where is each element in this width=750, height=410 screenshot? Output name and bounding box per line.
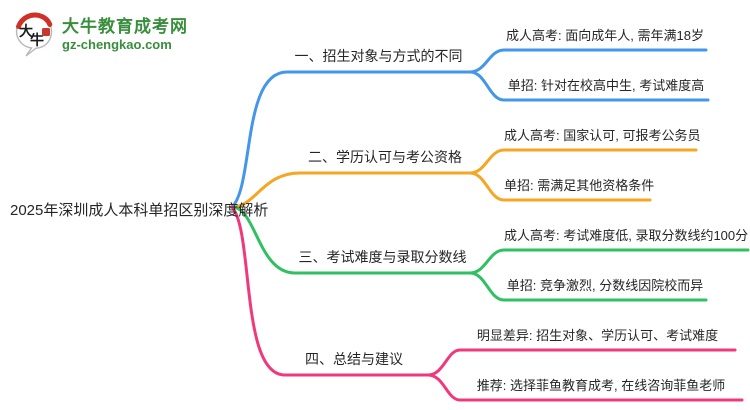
branch-3-leaf-2: 单招: 竞争激烈, 分数线因院校而异 xyxy=(506,278,704,293)
branch-4-leaf-2-line xyxy=(426,373,744,402)
branch-3-leaf-2-line xyxy=(468,271,708,302)
branch-3-line xyxy=(230,205,472,275)
branch-2-line xyxy=(230,171,472,209)
root-node: 2025年深圳成人本科单招区别深度解析 xyxy=(10,202,269,219)
branch-2-leaf-2: 单招: 需满足其他资格条件 xyxy=(504,178,655,193)
branch-3-label: 三、考试难度与录取分数线 xyxy=(298,249,467,265)
branch-4-leaf-1-line xyxy=(426,348,737,377)
branch-1-label: 一、招生对象与方式的不同 xyxy=(294,48,463,64)
branch-2-leaf-1-line xyxy=(468,148,698,175)
branch-1-leaf-2: 单招: 针对在校高中生, 考试难度高 xyxy=(507,78,705,93)
branch-2-leaf-1: 成人高考: 国家认可, 可报考公务员 xyxy=(504,128,701,143)
branch-4-leaf-2: 推荐: 选择菲鱼教育成考, 在线咨询菲鱼老师 xyxy=(476,378,726,393)
branch-1-leaf-1: 成人高考: 面向成年人, 需年满18岁 xyxy=(506,28,704,43)
branch-1-line xyxy=(230,70,472,209)
branch-4-line xyxy=(230,205,430,377)
logo-char-2: 牛 xyxy=(30,32,44,48)
branch-3-leaf-1-line xyxy=(468,248,750,275)
logo-seal xyxy=(42,28,50,36)
branch-4-label: 四、总结与建议 xyxy=(305,351,403,367)
logo-bubble-icon: 大 牛 xyxy=(15,12,53,57)
site-name: 大牛教育成考网 xyxy=(62,16,188,36)
branch-2-label: 二、学历认可与考公资格 xyxy=(308,149,462,165)
logo-char-1: 大 xyxy=(19,23,33,39)
site-logo: 大 牛 大牛教育成考网 gz-chengkao.com xyxy=(13,11,188,59)
branch-1-leaf-2-line xyxy=(468,70,710,102)
site-domain: gz-chengkao.com xyxy=(62,37,172,53)
logo-text-block: 大牛教育成考网 gz-chengkao.com xyxy=(62,16,188,53)
branch-3-leaf-1: 成人高考: 考试难度低, 录取分数线约100分 xyxy=(504,228,749,243)
branch-1-leaf-1-line xyxy=(468,48,708,74)
branch-2-leaf-2-line xyxy=(468,171,652,202)
branch-4-leaf-1: 明显差异: 招生对象、学历认可、考试难度 xyxy=(476,328,719,343)
